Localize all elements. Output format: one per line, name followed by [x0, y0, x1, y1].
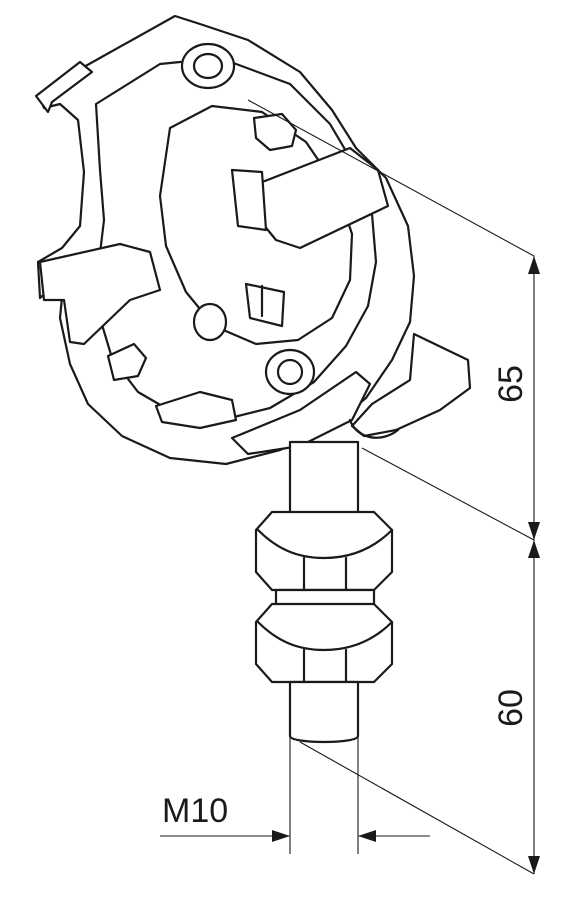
dimension-lines [160, 99, 540, 875]
dimension-label-60: 60 [492, 689, 530, 727]
dimension-label-65: 65 [492, 365, 530, 403]
threaded-stud [254, 440, 394, 744]
dimension-label-thread: M10 [162, 792, 228, 830]
mounting-plate [348, 332, 472, 439]
ring-holes [106, 42, 316, 430]
